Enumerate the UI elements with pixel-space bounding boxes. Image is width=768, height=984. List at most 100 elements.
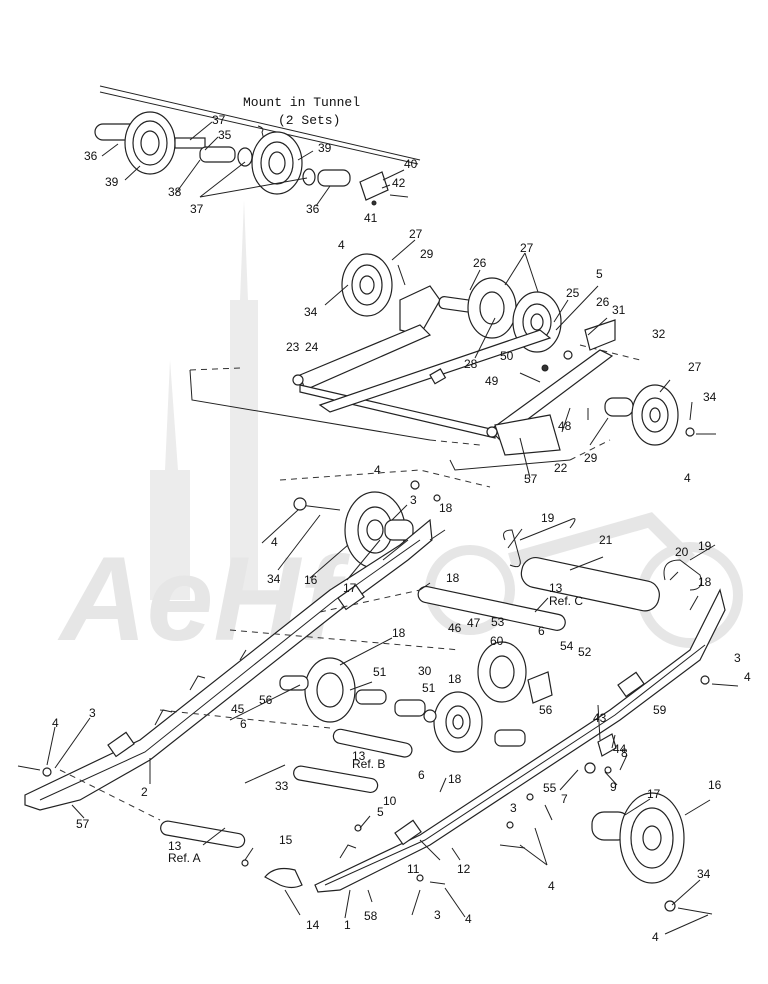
part-number-label: 46 [448,621,462,635]
part-number-label: 29 [584,451,598,465]
part-number-label: 4 [744,670,751,684]
part-number-label: 34 [697,867,711,881]
part-number-label: 4 [465,912,472,926]
rear-arm-assembly [189,253,716,471]
part-number-label: 45 [231,702,245,716]
part-number-label: 11 [407,862,420,876]
watermark: AeHf [57,200,743,666]
part-number-label: 25 [566,286,580,300]
part-number-label: 5 [596,267,603,281]
part-number-label: 1 [344,918,351,932]
part-number-label: 30 [418,664,432,678]
ref-b-label: Ref. B [352,757,385,771]
part-number-label: 2 [141,785,148,799]
part-number-label: 27 [409,227,423,241]
tunnel-wheel-assembly [94,85,421,206]
part-number-label: 15 [279,833,293,847]
part-number-label: 3 [89,706,96,720]
part-number-label: 21 [599,533,613,547]
part-number-label: 22 [554,461,568,475]
part-number-label: 18 [439,501,453,515]
part-number-label: 8 [621,746,628,760]
part-number-label: 41 [364,211,378,225]
part-number-label: 34 [267,572,281,586]
part-number-label: 39 [318,141,332,155]
part-number-label: 37 [212,113,226,127]
part-number-label: 34 [703,390,717,404]
part-number-label: 9 [610,780,617,794]
ref-c-label: Ref. C [549,594,583,608]
part-number-label: 6 [240,717,247,731]
slide-rail-assembly [17,469,739,915]
part-number-label: 7 [561,792,568,806]
part-number-label: 3 [434,908,441,922]
part-number-label: 17 [343,581,357,595]
part-number-label: 33 [275,779,289,793]
part-number-label: 4 [271,535,278,549]
part-number-label: 42 [392,176,406,190]
part-number-label: 28 [464,357,478,371]
part-number-label: 18 [448,772,462,786]
part-number-label: 47 [467,616,481,630]
part-number-label: 3 [734,651,741,665]
part-number-label: 51 [373,665,387,679]
part-number-label: 60 [490,634,504,648]
part-number-label: 36 [306,202,320,216]
part-number-label: 18 [392,626,406,640]
part-number-label: 40 [404,157,418,171]
part-number-label: 26 [596,295,610,309]
part-number-label: 49 [485,374,499,388]
part-number-label: 16 [304,573,318,587]
part-number-label: 19 [698,539,712,553]
part-number-label: 44 [613,742,627,756]
part-number-label: 43 [593,711,607,725]
part-number-label: 4 [338,238,345,252]
part-number-label: 18 [446,571,460,585]
part-number-label: 13 [168,839,182,853]
part-number-label: 56 [539,703,553,717]
part-number-label: 14 [306,918,320,932]
part-number-label: 27 [520,241,534,255]
part-number-label: 18 [698,575,712,589]
part-number-label: 34 [304,305,318,319]
part-number-label: 53 [491,615,505,629]
part-number-label: 4 [684,471,691,485]
part-number-label: 58 [364,909,378,923]
part-number-label: 3 [410,493,417,507]
part-number-label: 20 [675,545,689,559]
leader-lines [46,121,711,935]
part-number-label: 57 [524,472,538,486]
part-number-label: 32 [652,327,666,341]
part-number-label: 26 [473,256,487,270]
part-number-label: 48 [558,419,572,433]
part-number-label: 17 [647,787,661,801]
part-number-label: 10 [383,794,397,808]
part-number-label: 52 [578,645,592,659]
part-number-label: 4 [652,930,659,944]
ref-a-label: Ref. A [168,851,201,865]
part-number-label: 50 [500,349,514,363]
part-number-label: 29 [420,247,434,261]
part-number-label: 6 [418,768,425,782]
part-number-label: 4 [374,463,381,477]
watermark-text: AeHf [57,532,350,666]
part-number-label: 51 [422,681,436,695]
part-number-label: 57 [76,817,90,831]
part-number-label: 31 [612,303,626,317]
part-number-label: 23 [286,340,300,354]
part-number-label: 6 [538,624,545,638]
part-number-label: 3 [510,801,517,815]
part-number-label: 4 [52,716,59,730]
part-number-label: 55 [543,781,557,795]
part-number-label: 16 [708,778,722,792]
part-number-label: 24 [305,340,319,354]
part-number-label: 27 [688,360,702,374]
part-number-label: 36 [84,149,98,163]
part-number-label: 13 [549,581,563,595]
part-number-label: 56 [259,693,273,707]
part-number-label: 39 [105,175,119,189]
part-number-label: 18 [448,672,462,686]
